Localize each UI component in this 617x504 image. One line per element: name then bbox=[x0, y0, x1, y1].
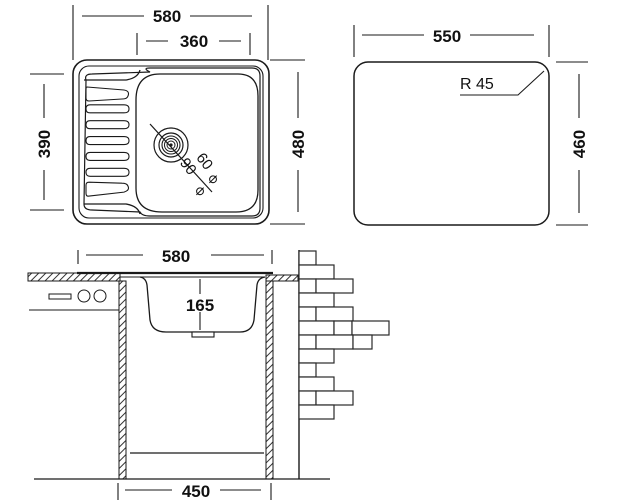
dimension-label: 580 bbox=[153, 7, 181, 26]
diameter-symbol: ⌀ bbox=[195, 182, 204, 199]
brick bbox=[333, 320, 353, 336]
drainer-groove bbox=[85, 167, 130, 177]
dimension-label: 480 bbox=[289, 130, 308, 158]
top-view: 580 360 390 480 bbox=[30, 5, 308, 225]
dimension-bowl-width: 360 bbox=[136, 32, 251, 55]
dimension-overall-width-section: 580 bbox=[77, 247, 273, 266]
dimension-cutout-width: 550 bbox=[353, 25, 550, 57]
brick bbox=[298, 250, 317, 266]
cutout-view: 550 460 R 45 bbox=[353, 25, 589, 226]
drainer-groove bbox=[85, 104, 130, 114]
brick bbox=[298, 348, 335, 364]
cabinet-wall-right bbox=[265, 280, 274, 480]
dimension-label: 165 bbox=[186, 296, 214, 315]
brick bbox=[298, 376, 335, 392]
sink-bowl bbox=[135, 73, 259, 213]
dimension-overall-depth-top: 480 bbox=[270, 59, 308, 225]
dimension-overall-width-top: 580 bbox=[72, 5, 269, 60]
dimension-drainer-height: 390 bbox=[30, 73, 64, 211]
drainer-groove bbox=[85, 181, 130, 197]
dimension-label: 460 bbox=[570, 130, 589, 158]
countertop-right bbox=[265, 274, 299, 282]
dimension-label: 390 bbox=[35, 130, 54, 158]
cabinet-wall-left bbox=[118, 280, 127, 480]
dimension-label: 580 bbox=[162, 247, 190, 266]
brick bbox=[315, 390, 354, 406]
dimension-label: 550 bbox=[433, 27, 461, 46]
brick bbox=[298, 306, 317, 322]
brick-wall bbox=[298, 250, 390, 479]
brick bbox=[298, 390, 317, 406]
drainer-groove bbox=[85, 86, 130, 102]
drainer-grooves bbox=[85, 86, 130, 197]
diameter-symbol: ⌀ bbox=[208, 170, 217, 187]
brick bbox=[352, 334, 373, 350]
dimension-label: 450 bbox=[182, 482, 210, 501]
brick bbox=[298, 404, 335, 420]
brick bbox=[351, 320, 390, 336]
countertop-left bbox=[27, 272, 121, 282]
drainer-groove bbox=[85, 136, 130, 146]
brick bbox=[315, 334, 354, 350]
dimension-cutout-depth: 460 bbox=[556, 61, 589, 226]
brick bbox=[298, 264, 335, 280]
brick bbox=[298, 334, 317, 350]
drain-outer-diameter-label: 90 bbox=[176, 155, 200, 179]
brick bbox=[298, 292, 335, 308]
brick bbox=[298, 362, 317, 378]
brick bbox=[315, 306, 354, 322]
drainer-groove bbox=[85, 151, 130, 161]
dimension-label: 360 bbox=[180, 32, 208, 51]
brick bbox=[298, 320, 335, 336]
dimension-bowl-depth: 165 bbox=[186, 279, 214, 330]
section-view: 580 165 bbox=[27, 247, 390, 501]
corner-radius-label: R 45 bbox=[460, 76, 494, 93]
brick bbox=[315, 278, 354, 294]
drain-outlet bbox=[191, 331, 215, 338]
corner-radius-callout: R 45 bbox=[460, 70, 545, 96]
drain-icon bbox=[149, 123, 213, 193]
drain-inner-diameter-label: 60 bbox=[192, 150, 216, 174]
sink-top-outline bbox=[72, 59, 270, 225]
drainer-groove bbox=[85, 120, 130, 130]
cutout-outline bbox=[353, 61, 550, 226]
appliance-controls bbox=[29, 289, 120, 311]
brick bbox=[298, 278, 317, 294]
dimension-cabinet-width: 450 bbox=[117, 482, 272, 501]
